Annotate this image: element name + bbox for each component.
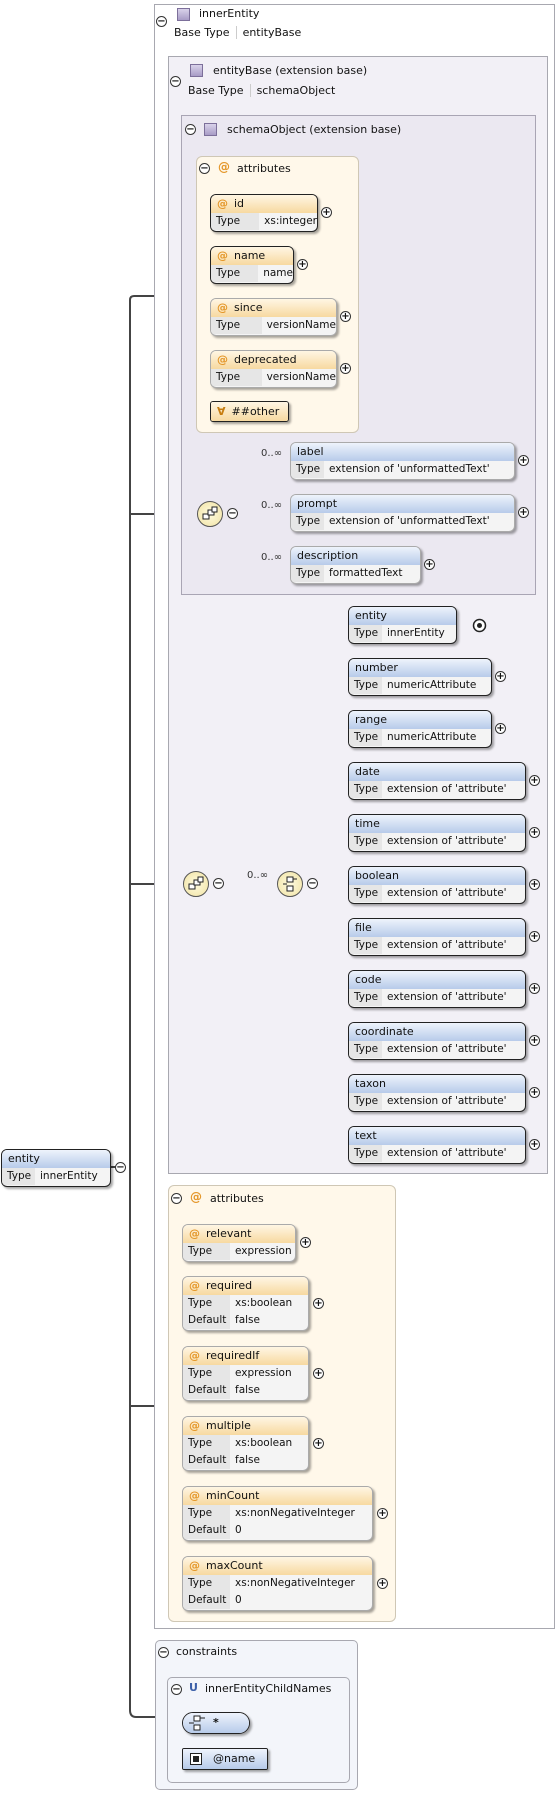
sequence-compositor[interactable] [183, 871, 209, 897]
collapse-toggle[interactable]: − [213, 878, 224, 889]
expand-toggle[interactable]: + [529, 775, 540, 786]
expand-toggle[interactable]: + [529, 983, 540, 994]
collapse-toggle[interactable]: − [185, 124, 196, 135]
attribute-icon: @ [190, 1190, 202, 1204]
unique-name: innerEntityChildNames [205, 1682, 332, 1695]
collapse-toggle[interactable]: − [115, 1162, 126, 1173]
expand-toggle[interactable]: + [313, 1438, 324, 1449]
expand-toggle[interactable]: + [529, 1087, 540, 1098]
collapse-toggle[interactable]: − [158, 1647, 169, 1658]
expand-toggle[interactable]: + [340, 363, 351, 374]
unique-badge: U [189, 1681, 198, 1694]
cardinality: 0..∞ [261, 448, 283, 459]
field-icon [190, 1753, 202, 1765]
expand-toggle[interactable]: + [300, 1237, 311, 1248]
attributes-title: attributes [210, 1192, 264, 1205]
schema-object-title: schemaObject (extension base) [227, 123, 402, 136]
expand-toggle[interactable]: + [495, 723, 506, 734]
expand-toggle[interactable]: + [297, 259, 308, 270]
expand-toggle[interactable]: + [424, 559, 435, 570]
entity-base-title: entityBase (extension base) [213, 64, 368, 77]
expand-toggle[interactable]: + [529, 1139, 540, 1150]
field[interactable]: @name [182, 1748, 268, 1770]
expand-toggle[interactable]: + [518, 507, 529, 518]
choice-icon [283, 876, 297, 892]
sequence-icon [188, 876, 204, 890]
expand-toggle[interactable]: + [313, 1368, 324, 1379]
sequence-compositor[interactable] [197, 501, 223, 527]
choice-compositor[interactable] [277, 871, 303, 897]
complex-type-icon [177, 8, 190, 21]
expand-toggle[interactable]: + [313, 1298, 324, 1309]
expand-toggle[interactable]: + [495, 671, 506, 682]
collapse-toggle[interactable]: − [171, 1193, 182, 1204]
constraints-title: constraints [176, 1645, 238, 1658]
collapse-toggle[interactable]: − [170, 76, 181, 87]
collapse-toggle[interactable]: − [156, 16, 167, 27]
inner-entity-title: innerEntity [199, 7, 260, 20]
expand-toggle[interactable]: + [529, 827, 540, 838]
cardinality: 0..∞ [261, 552, 283, 563]
expand-toggle[interactable]: + [340, 311, 351, 322]
complex-type-icon [204, 123, 217, 136]
collapse-toggle[interactable]: − [227, 508, 238, 519]
cardinality: 0..∞ [247, 870, 269, 881]
expand-toggle[interactable]: + [529, 1035, 540, 1046]
expand-toggle[interactable]: + [529, 879, 540, 890]
expand-toggle[interactable]: + [377, 1508, 388, 1519]
collapse-toggle[interactable]: − [171, 1684, 182, 1695]
collapse-toggle[interactable]: − [307, 878, 318, 889]
attributes-title: attributes [237, 162, 291, 175]
cardinality: 0..∞ [261, 500, 283, 511]
complex-type-icon [190, 64, 203, 77]
expand-toggle[interactable]: + [377, 1578, 388, 1589]
expand-toggle[interactable]: + [518, 455, 529, 466]
collapse-toggle[interactable]: − [199, 163, 210, 174]
sequence-icon [202, 506, 218, 520]
selector-icon [188, 1715, 206, 1731]
attribute-icon: @ [218, 160, 230, 174]
expand-toggle[interactable]: + [529, 931, 540, 942]
recursion-icon[interactable] [471, 617, 488, 634]
any-attribute[interactable]: ∀##other [210, 401, 289, 422]
expand-toggle[interactable]: + [321, 207, 332, 218]
